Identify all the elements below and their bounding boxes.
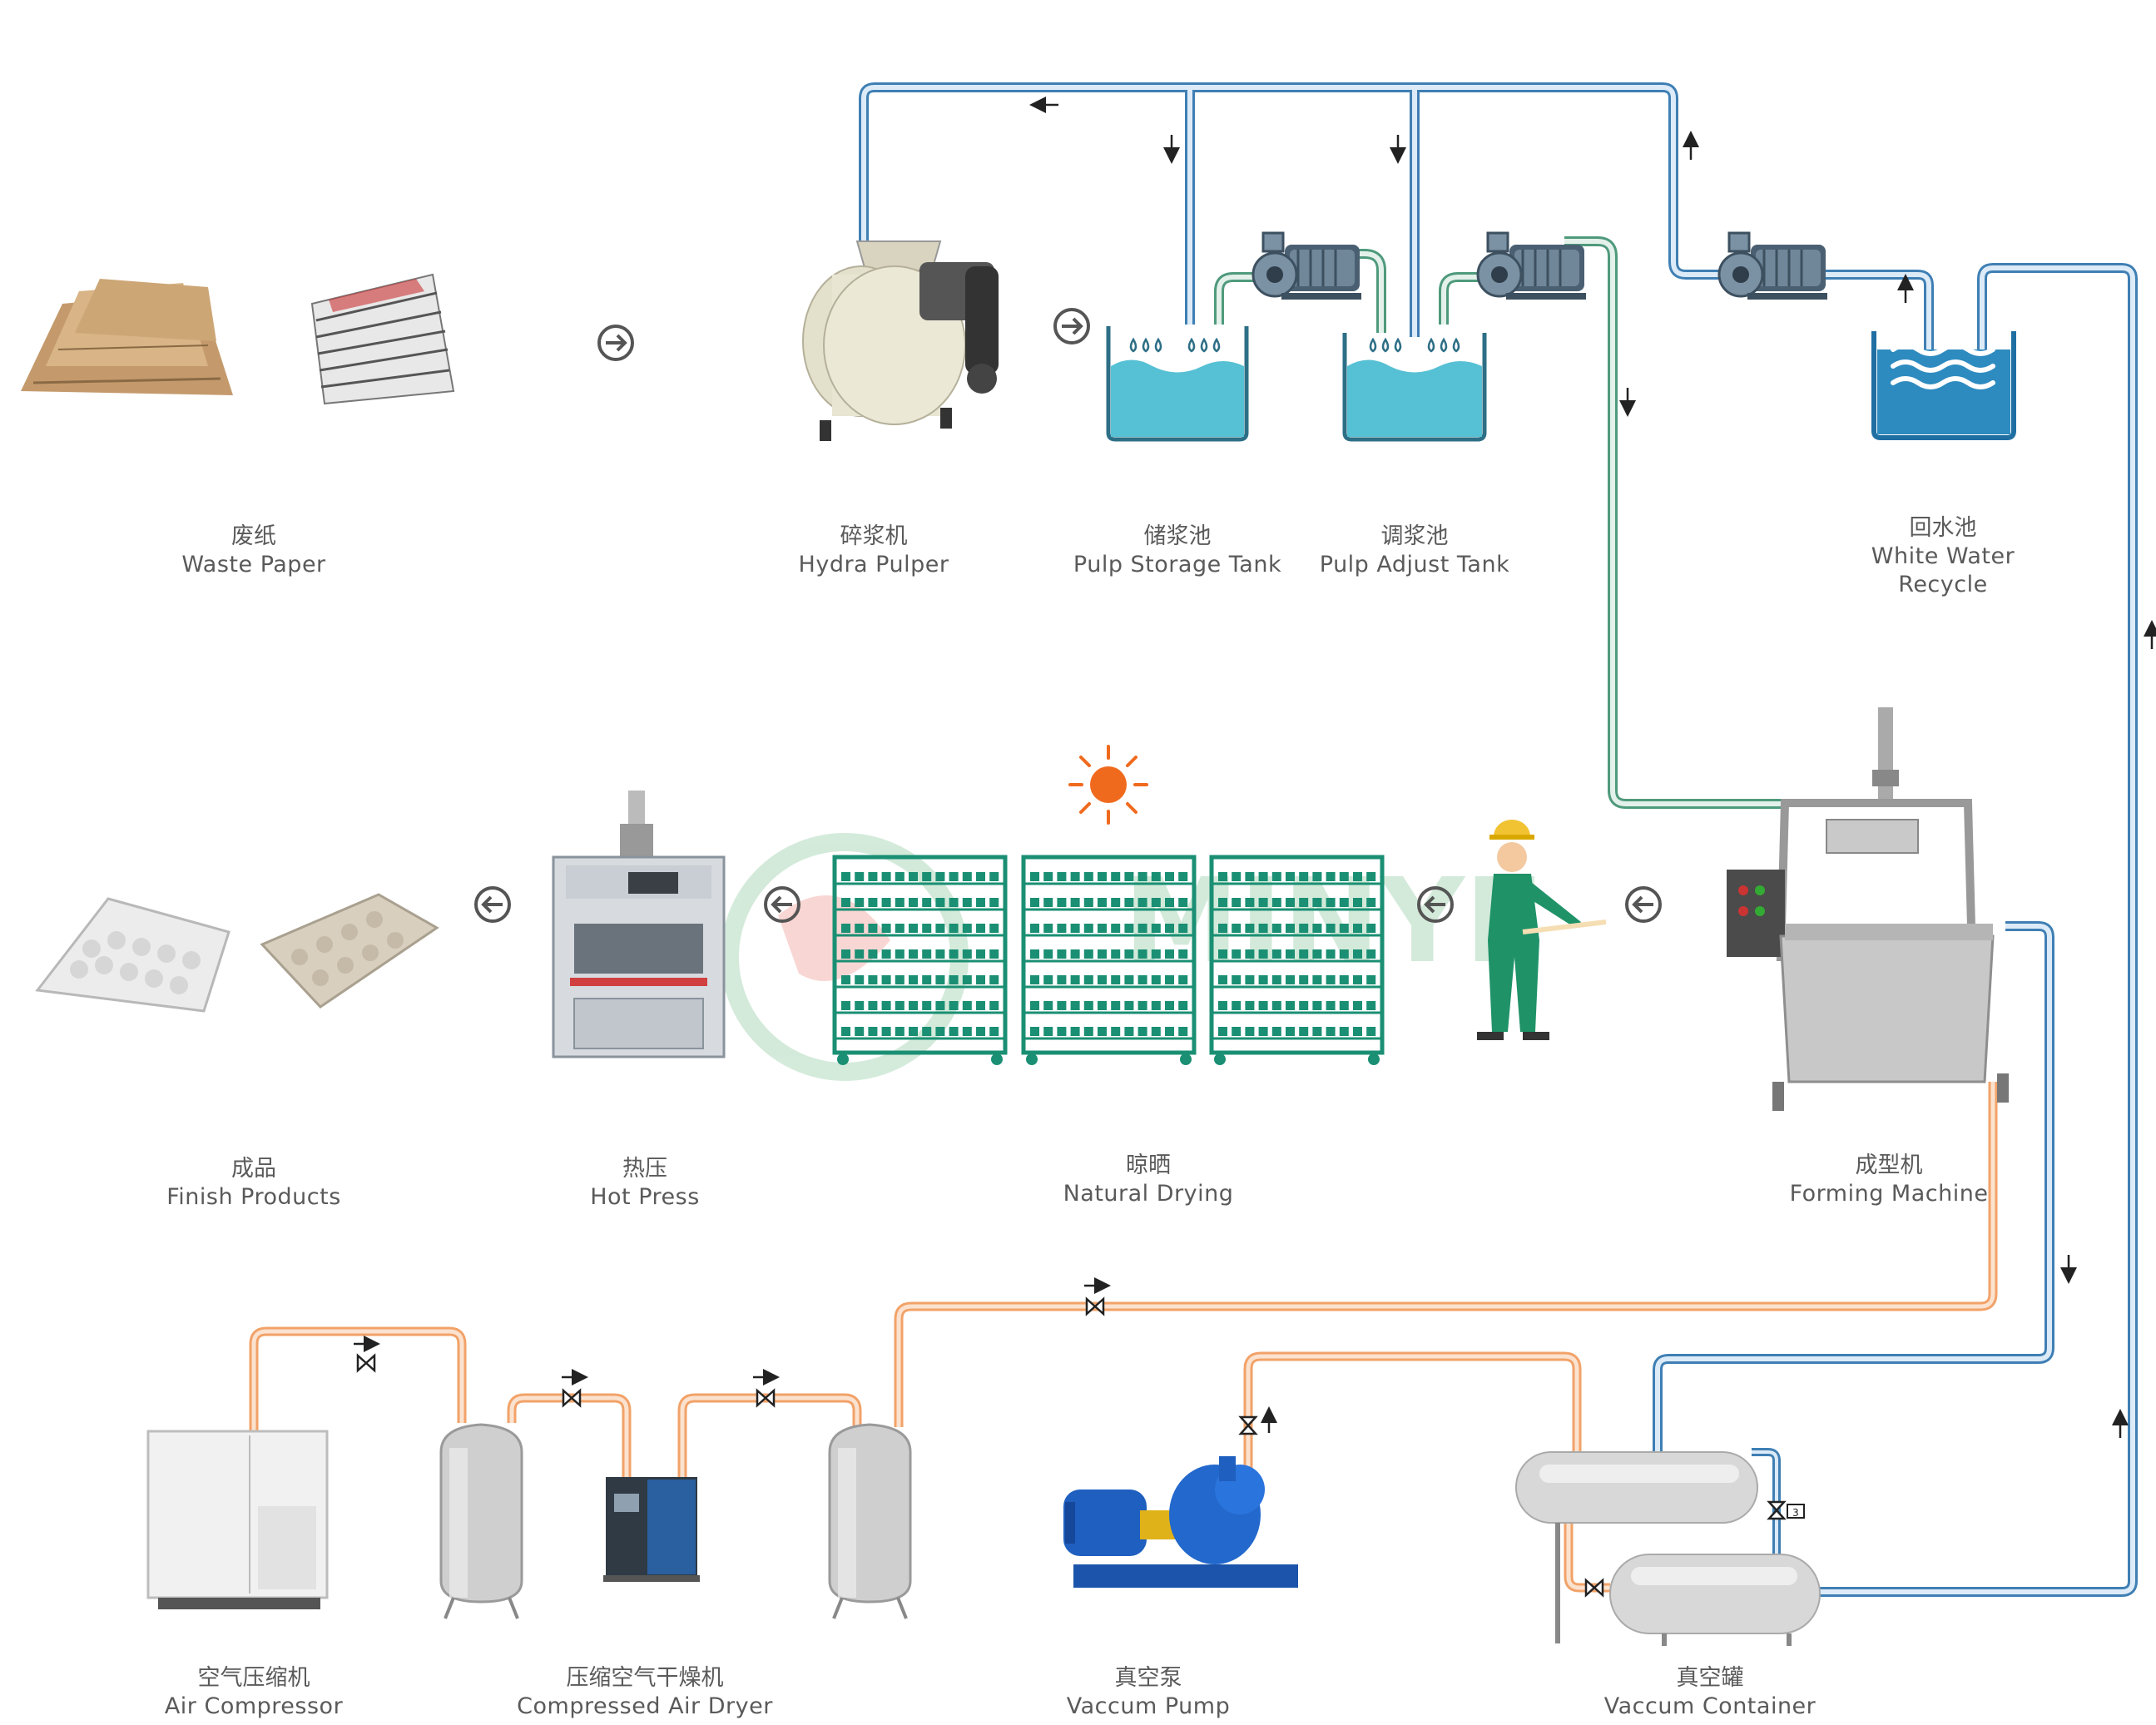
label-cn: 成品 — [231, 1156, 276, 1182]
label-finish-products: 成品 Finish Products — [133, 1155, 374, 1212]
drip-icon — [1129, 337, 1221, 353]
arrow-left-circle-icon — [474, 886, 511, 923]
arrow-left-circle-icon — [1417, 886, 1454, 923]
gauge-box — [1787, 1504, 1805, 1519]
flow-arrows — [354, 97, 2156, 1438]
label-air-compressor: 空气压缩机 Air Compressor — [133, 1664, 374, 1721]
arrow-right-circle-icon — [597, 325, 634, 361]
forming-machine-image — [1727, 707, 2009, 1111]
vaccum-container-image — [1515, 1451, 1821, 1646]
label-cn: 晾晒 — [1126, 1152, 1171, 1178]
pump-icon — [1251, 231, 1363, 301]
drying-racks — [832, 855, 1385, 1065]
label-en: Hot Press — [590, 1183, 700, 1210]
label-en: Pulp Storage Tank — [1073, 551, 1282, 577]
label-cn: 废纸 — [231, 523, 276, 549]
worker-icon — [1477, 820, 1607, 1040]
water-pipes — [859, 82, 2138, 1597]
label-en: White Water — [1871, 543, 2015, 569]
label-cn: 碎浆机 — [840, 523, 908, 549]
tank-connector-pipe — [1752, 1448, 1781, 1556]
pulp-pipes — [1214, 236, 1785, 809]
label-pulp-adjust-tank: 调浆池 Pulp Adjust Tank — [1294, 523, 1535, 579]
valves: 3 — [356, 1297, 1805, 1597]
label-compressed-air-dryer: 压缩空气干燥机 Compressed Air Dryer — [499, 1664, 791, 1721]
label-en: Vaccum Container — [1603, 1693, 1816, 1719]
gauge-mark: 3 — [1792, 1507, 1799, 1519]
air-tank-1-image — [439, 1423, 523, 1619]
label-natural-drying: 晾晒 Natural Drying — [1028, 1152, 1269, 1208]
air-compressor-image — [146, 1430, 329, 1609]
label-pulp-storage-tank: 储浆池 Pulp Storage Tank — [1057, 523, 1298, 579]
newspaper-stack — [310, 273, 455, 405]
sun-icon — [1068, 745, 1148, 825]
finish-products-image — [35, 893, 439, 1013]
arrow-left-circle-icon — [764, 886, 800, 923]
drying-rack — [1209, 855, 1385, 1065]
drying-rack — [832, 855, 1008, 1065]
arrow-right-circle-icon — [1053, 308, 1090, 345]
label-cn: 调浆池 — [1380, 523, 1449, 549]
wave-icon — [1891, 343, 1995, 389]
compressed-air-dryer-image — [603, 1477, 700, 1582]
drip-icon — [1369, 337, 1460, 353]
waste-paper-image — [21, 273, 455, 405]
arrow-left-circle-icon — [1625, 886, 1662, 923]
vaccum-pump-image — [1063, 1456, 1298, 1588]
label-cn: 热压 — [622, 1156, 667, 1182]
label-en: Compressed Air Dryer — [517, 1693, 773, 1719]
label-white-water-recycle: 回水池 White Water Recycle — [1822, 514, 2064, 598]
pulp-adjust-tank-icon — [1342, 333, 1487, 442]
label-cn: 压缩空气干燥机 — [566, 1665, 724, 1691]
air-pipes — [249, 1082, 1998, 1593]
drying-rack — [1021, 855, 1197, 1065]
hot-press-image — [552, 791, 726, 1058]
label-en: Air Compressor — [164, 1693, 344, 1719]
label-cn: 空气压缩机 — [197, 1665, 310, 1691]
label-en: Forming Machine — [1789, 1180, 1989, 1207]
label-cn: 成型机 — [1855, 1152, 1923, 1178]
label-en: Natural Drying — [1063, 1180, 1234, 1207]
label-hydra-pulper: 碎浆机 Hydra Pulper — [753, 523, 994, 579]
label-en: Waste Paper — [181, 551, 326, 577]
pump-icon — [1717, 231, 1829, 301]
pulp-storage-tank-icon — [1106, 326, 1249, 442]
label-waste-paper: 废纸 Waste Paper — [133, 523, 374, 579]
label-vaccum-pump: 真空泵 Vaccum Pump — [1028, 1664, 1269, 1721]
label-cn: 储浆池 — [1143, 523, 1212, 549]
label-en: Vaccum Pump — [1066, 1693, 1231, 1719]
label-en: Hydra Pulper — [798, 551, 949, 577]
label-vaccum-container: 真空罐 Vaccum Container — [1589, 1664, 1831, 1721]
white-water-recycle-icon — [1871, 331, 2016, 440]
air-tank-2-image — [828, 1423, 912, 1619]
label-hot-press: 热压 Hot Press — [524, 1155, 766, 1212]
process-arrows — [474, 308, 1662, 923]
label-forming-machine: 成型机 Forming Machine — [1768, 1152, 2010, 1208]
label-en: Finish Products — [166, 1183, 341, 1210]
label-cn: 真空泵 — [1114, 1665, 1182, 1691]
label-en: Pulp Adjust Tank — [1319, 551, 1510, 577]
cardboard-pile — [21, 279, 233, 395]
label-cn: 真空罐 — [1676, 1665, 1744, 1691]
label-cn: 回水池 — [1909, 515, 1977, 541]
label-en-2: Recycle — [1898, 571, 1988, 597]
hydra-pulper-image — [802, 240, 999, 441]
